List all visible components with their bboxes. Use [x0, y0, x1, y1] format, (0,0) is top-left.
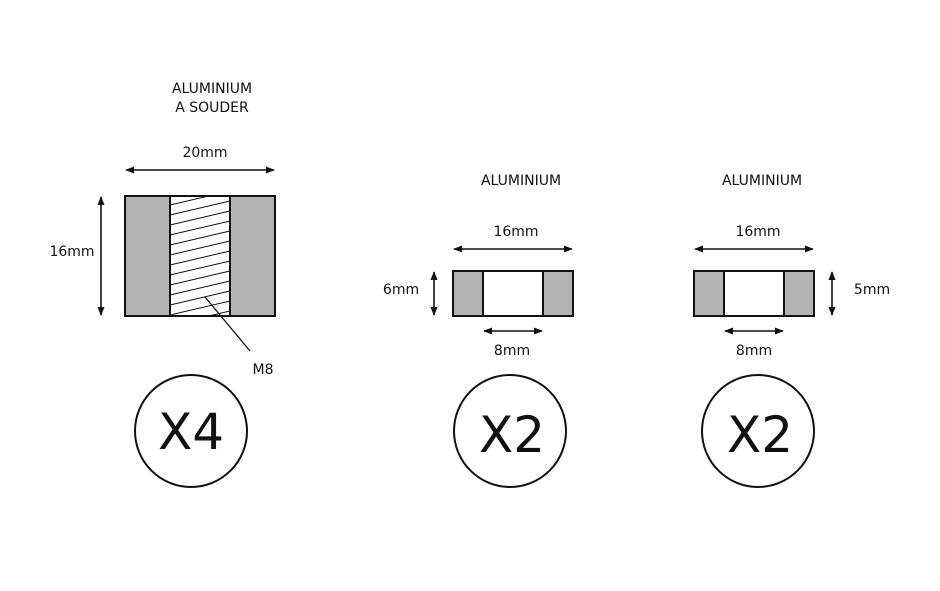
- part-3-bore-label: 8mm: [736, 343, 772, 359]
- part-2-bore-label: 8mm: [494, 343, 530, 359]
- part-1-width-label: 20mm: [182, 145, 227, 161]
- part-1-thread-leader-line: [204, 296, 251, 352]
- part-3-outline: [693, 270, 815, 317]
- part-1-quantity: X4: [158, 403, 224, 461]
- part-3-left-wall: [693, 270, 725, 317]
- part-2-outline: [452, 270, 574, 317]
- part-1-threaded-spacer: ALUMINIUM A SOUDER 20mm 16mm M8: [49, 81, 276, 488]
- part-2-right-wall: [542, 270, 574, 317]
- part-3-width-label: 16mm: [735, 224, 780, 240]
- part-1-quantity-circle: [134, 374, 248, 488]
- part-3-material-label: ALUMINIUM: [722, 173, 802, 189]
- part-1-thread-hatching: [170, 196, 230, 316]
- part-3-quantity: X2: [727, 406, 793, 464]
- part-1-thread-label: M8: [253, 362, 274, 378]
- part-2-left-wall: [452, 270, 484, 317]
- part-3-spacer: ALUMINIUM 16mm 5mm 8mm X2: [693, 173, 890, 488]
- part-1-right-wall: [229, 195, 276, 317]
- part-1-left-wall: [124, 195, 171, 317]
- part-2-height-label: 6mm: [383, 282, 419, 298]
- part-3-quantity-circle: [701, 374, 815, 488]
- part-1-material-line1: ALUMINIUM: [172, 81, 252, 97]
- part-1-height-label: 16mm: [49, 244, 94, 260]
- part-2-quantity-circle: [453, 374, 567, 488]
- part-2-spacer: ALUMINIUM 16mm 6mm 8mm X2: [383, 173, 574, 488]
- part-2-material-label: ALUMINIUM: [481, 173, 561, 189]
- part-2-width-label: 16mm: [493, 224, 538, 240]
- part-3-height-label: 5mm: [854, 282, 890, 298]
- part-1-material-line2: A SOUDER: [175, 100, 249, 116]
- part-3-right-wall: [783, 270, 815, 317]
- part-1-outline: [124, 195, 276, 317]
- part-2-quantity: X2: [479, 406, 545, 464]
